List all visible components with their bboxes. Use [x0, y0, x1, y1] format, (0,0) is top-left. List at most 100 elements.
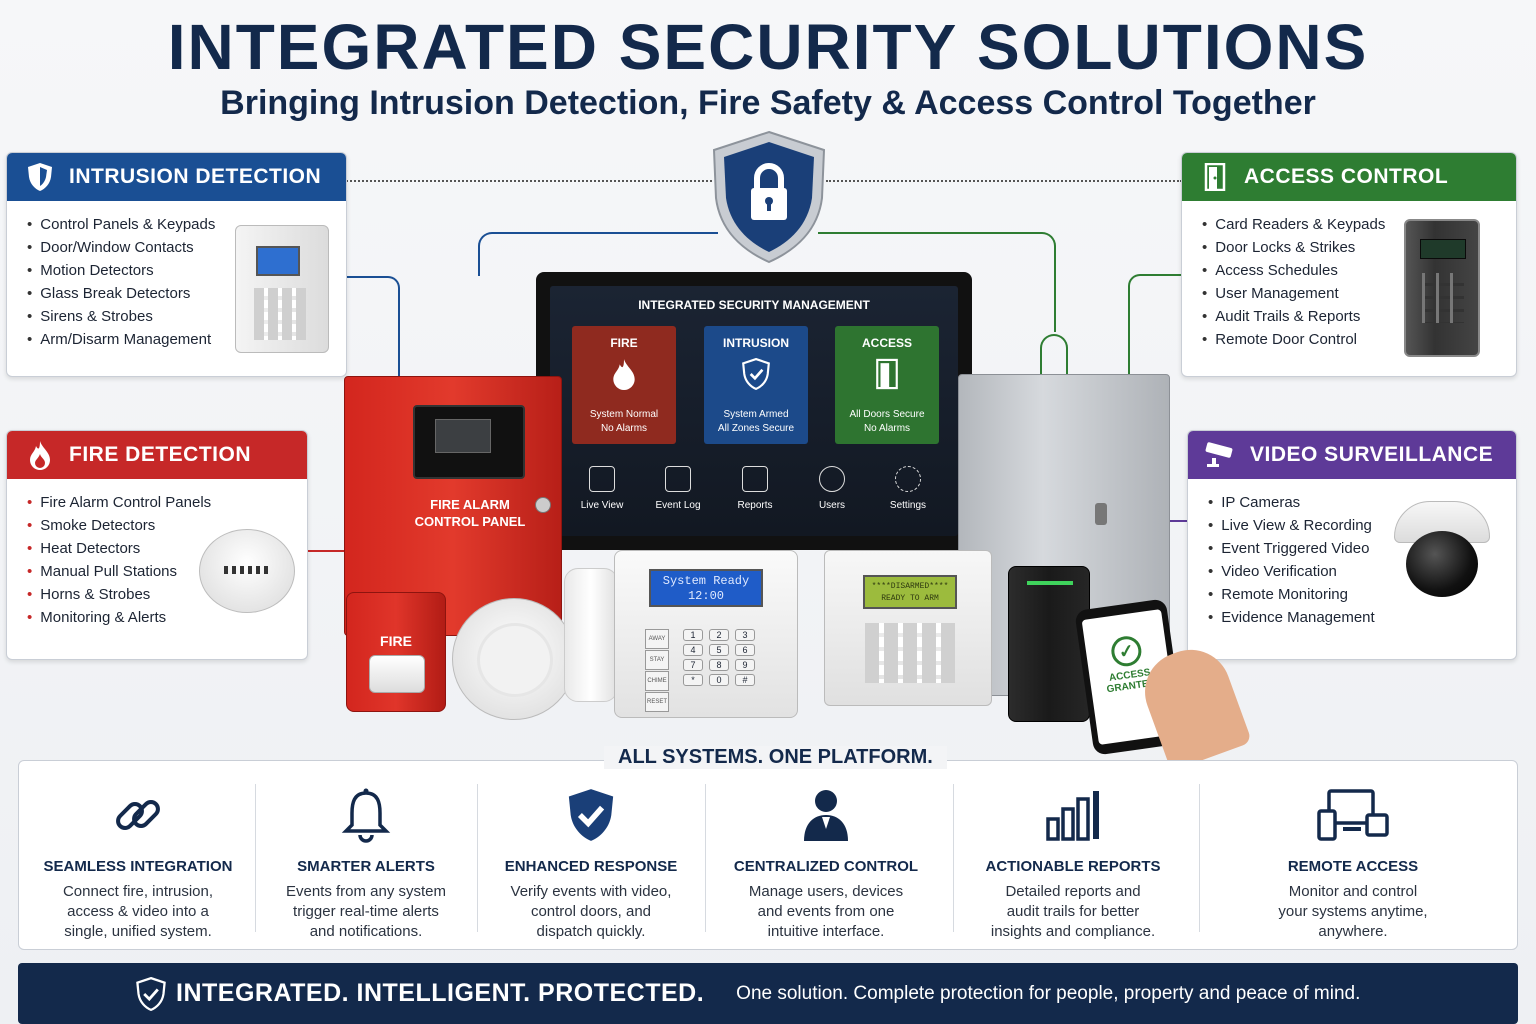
feature-title: SMARTER ALERTS — [297, 858, 435, 875]
list-item: Evidence Management — [1208, 606, 1516, 629]
divider — [255, 784, 256, 932]
document-icon — [742, 466, 768, 492]
keypad-device-image — [235, 225, 329, 353]
keypad-key[interactable]: 6 — [735, 644, 755, 656]
feature-line: Detailed reports and — [1005, 883, 1141, 900]
feature-line: dispatch quickly. — [536, 923, 646, 940]
lcd-keypad-image: ****DISARMED**** READY TO ARM — [824, 550, 992, 706]
list-item: Door/Window Contacts — [27, 236, 346, 259]
access-status-tile[interactable]: ACCESS All Doors Secure No Alarms — [835, 326, 939, 444]
list-item: Monitoring & Alerts — [27, 606, 307, 629]
feature-line: insights and compliance. — [990, 923, 1156, 940]
bar-chart-icon — [966, 784, 1180, 846]
nav-label: Users — [818, 500, 846, 511]
dome-camera-image — [1394, 501, 1490, 601]
keypad-key[interactable]: * — [683, 674, 703, 686]
connector-line — [1128, 274, 1182, 378]
feature-line: single, unified system. — [64, 923, 212, 940]
footer-tagline: INTEGRATED. INTELLIGENT. PROTECTED. — [176, 979, 705, 1007]
fire-detection-panel: FIRE DETECTION Fire Alarm Control Panels… — [6, 430, 308, 660]
nav-users[interactable]: Users — [794, 466, 870, 511]
lcd-line: READY TO ARM — [881, 594, 939, 603]
keypad-button[interactable]: RESET — [645, 692, 669, 712]
divider — [953, 784, 954, 932]
nav-event-log[interactable]: Event Log — [640, 466, 716, 511]
user-icon — [716, 784, 936, 846]
wall-card-reader-image — [1008, 566, 1090, 722]
list-item: Fire Alarm Control Panels — [27, 491, 307, 514]
video-surveillance-panel: VIDEO SURVEILLANCE IP Cameras Live View … — [1187, 430, 1517, 660]
keypad-key[interactable]: 9 — [735, 659, 755, 671]
tile-status: No Alarms — [600, 423, 648, 434]
connector-line — [307, 550, 345, 552]
feature-line: audit trails for better — [1006, 903, 1140, 920]
nav-label: Event Log — [655, 500, 701, 511]
intrusion-header: INTRUSION DETECTION — [7, 153, 346, 201]
dashboard-title: INTEGRATED SECURITY MANAGEMENT — [638, 298, 870, 312]
feature-line: access & video into a — [67, 903, 209, 920]
keypad-key[interactable]: 8 — [709, 659, 729, 671]
nav-settings[interactable]: Settings — [870, 466, 946, 511]
users-icon — [819, 466, 845, 492]
camera-icon — [1204, 438, 1238, 472]
feature-line: control doors, and — [530, 903, 652, 920]
feature-line: your systems anytime, — [1278, 903, 1428, 920]
feature-line: Events from any system — [285, 883, 447, 900]
keypad-button[interactable]: AWAY — [645, 629, 669, 649]
keypad-key[interactable]: 7 — [683, 659, 703, 671]
keypad-key[interactable]: 3 — [735, 629, 755, 641]
list-item: IP Cameras — [1208, 491, 1516, 514]
feature-title: ENHANCED RESPONSE — [504, 858, 678, 875]
feature-line: intuitive interface. — [767, 923, 885, 940]
list-item: Card Readers & Keypads — [1202, 213, 1516, 236]
devices-icon — [1240, 784, 1466, 846]
list-item: Live View & Recording — [1208, 514, 1516, 537]
keypad-key[interactable]: 1 — [683, 629, 703, 641]
access-header: ACCESS CONTROL — [1182, 153, 1516, 201]
tile-status: No Alarms — [863, 423, 911, 434]
connector-line — [818, 232, 1056, 332]
keypad-key[interactable]: 5 — [709, 644, 729, 656]
key-lock-icon — [535, 497, 551, 513]
keypad-key[interactable]: 4 — [683, 644, 703, 656]
connector-line — [346, 180, 712, 182]
feature-line: Monitor and control — [1288, 883, 1418, 900]
tile-label: ACCESS — [861, 336, 912, 350]
keypad-key[interactable]: 0 — [709, 674, 729, 686]
shield-check-icon — [136, 976, 166, 1011]
flame-icon — [572, 358, 676, 395]
feature-line: and events from one — [757, 903, 895, 920]
strobe-label: FIRE — [380, 633, 412, 649]
divider — [705, 784, 706, 932]
connector-line — [478, 232, 718, 276]
lock-shield-icon — [710, 130, 828, 264]
flame-icon — [23, 438, 57, 472]
nav-reports[interactable]: Reports — [717, 466, 793, 511]
list-item: Event Triggered Video — [1208, 537, 1516, 560]
intrusion-list: Control Panels & Keypads Door/Window Con… — [7, 201, 346, 351]
keypad-button[interactable]: STAY — [645, 650, 669, 670]
list-item: Smoke Detectors — [27, 514, 307, 537]
divider — [477, 784, 478, 932]
feature-line: Manage users, devices — [748, 883, 904, 900]
nav-live-view[interactable]: Live View — [564, 466, 640, 511]
keypad-key[interactable]: 2 — [709, 629, 729, 641]
page-title: INTEGRATED SECURITY SOLUTIONS — [167, 11, 1369, 83]
keypad-key[interactable]: # — [735, 674, 755, 686]
fire-header: FIRE DETECTION — [7, 431, 307, 479]
features-box — [18, 760, 1518, 950]
list-item: Arm/Disarm Management — [27, 328, 346, 351]
tile-status: All Doors Secure — [849, 409, 925, 420]
feature-centralized-control: CENTRALIZED CONTROL Manage users, device… — [716, 784, 936, 942]
connector-line — [346, 276, 400, 376]
feature-title: CENTRALIZED CONTROL — [733, 858, 919, 875]
list-item: Remote Door Control — [1202, 328, 1516, 351]
fire-title: FIRE DETECTION — [69, 443, 252, 466]
feature-line: anywhere. — [1318, 923, 1388, 940]
dashboard-screen: INTEGRATED SECURITY MANAGEMENT FIRE Syst… — [550, 286, 958, 536]
feature-line: and notifications. — [309, 923, 423, 940]
shield-icon — [23, 160, 57, 194]
keypad-button[interactable]: CHIME — [645, 671, 669, 691]
